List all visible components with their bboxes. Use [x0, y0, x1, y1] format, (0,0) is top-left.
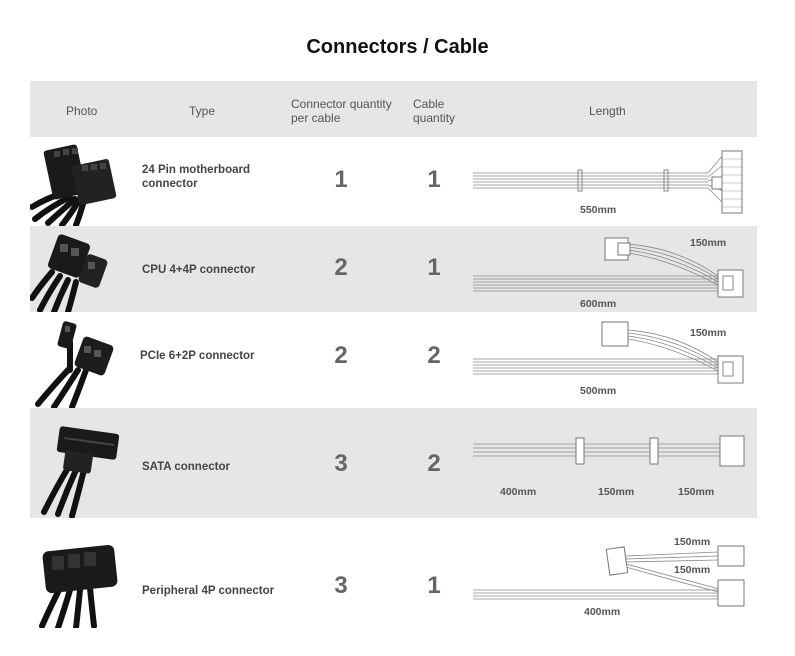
length-diagram: 550mm: [468, 137, 753, 226]
length-diagram: 400mm 150mm 150mm: [468, 518, 753, 628]
length-label: 550mm: [580, 204, 616, 216]
length-label: 150mm: [690, 327, 726, 339]
length-label: 150mm: [678, 486, 714, 498]
header-type: Type: [189, 104, 216, 118]
connector-quantity: 3: [334, 450, 348, 477]
header-connector-quantity: Connector quantity per cable: [291, 97, 392, 125]
table-row: SATA connector 3 2 400mm 150mm 150mm: [30, 408, 757, 518]
table-header: Photo Type Connector quantity per cable …: [30, 81, 757, 137]
length-diagram: 500mm 150mm: [468, 312, 753, 408]
length-label: 150mm: [690, 237, 726, 249]
length-label: 150mm: [674, 564, 710, 576]
length-label: 150mm: [674, 536, 710, 548]
connector-quantity: 2: [334, 342, 348, 369]
length-label: 400mm: [584, 606, 620, 618]
header-cable-quantity-line2: quantity: [413, 111, 456, 125]
cable-quantity: 1: [427, 254, 441, 281]
length-label: 600mm: [580, 298, 616, 310]
cpu-connector-icon: [30, 226, 125, 312]
type-label: CPU 4+4P connector: [142, 264, 256, 276]
page-title: Connectors / Cable: [306, 36, 489, 58]
length-label: 500mm: [580, 385, 616, 397]
24-pin-connector-icon: [30, 137, 125, 226]
header-photo: Photo: [66, 104, 98, 118]
length-label: 150mm: [598, 486, 634, 498]
table-row: 24 Pin motherboard connector 1 1 550mm: [30, 137, 757, 226]
type-label: PCIe 6+2P connector: [140, 350, 255, 362]
peripheral-connector-icon: [30, 518, 125, 628]
header-connector-quantity-line1: Connector quantity: [291, 97, 392, 111]
table-row: CPU 4+4P connector 2 1 600mm 150mm: [30, 226, 757, 312]
sata-connector-icon: [30, 408, 125, 518]
type-label: 24 Pin motherboard connector: [142, 163, 250, 191]
type-label-line1: 24 Pin motherboard: [142, 164, 250, 176]
pcie-connector-icon: [30, 312, 125, 408]
connector-quantity: 2: [334, 254, 348, 281]
table-row: PCIe 6+2P connector 2 2 500mm 150mm: [30, 312, 757, 408]
type-label: SATA connector: [142, 461, 230, 473]
type-label: Peripheral 4P connector: [142, 585, 275, 597]
cable-quantity: 2: [427, 450, 441, 477]
header-length: Length: [589, 104, 626, 118]
connector-quantity: 3: [334, 572, 348, 599]
header-cable-quantity-line1: Cable: [413, 97, 445, 111]
cable-quantity: 1: [427, 166, 441, 193]
table-row: Peripheral 4P connector 3 1 400mm 150mm …: [30, 518, 757, 628]
length-diagram: 600mm 150mm: [468, 226, 753, 312]
type-label-line2: connector: [142, 178, 198, 190]
cable-quantity: 2: [427, 342, 441, 369]
length-diagram: 400mm 150mm 150mm: [468, 408, 753, 518]
connector-quantity: 1: [334, 166, 348, 193]
header-connector-quantity-line2: per cable: [291, 111, 341, 125]
length-label: 400mm: [500, 486, 536, 498]
cable-quantity: 1: [427, 572, 441, 599]
header-cable-quantity: Cable quantity: [413, 97, 455, 125]
